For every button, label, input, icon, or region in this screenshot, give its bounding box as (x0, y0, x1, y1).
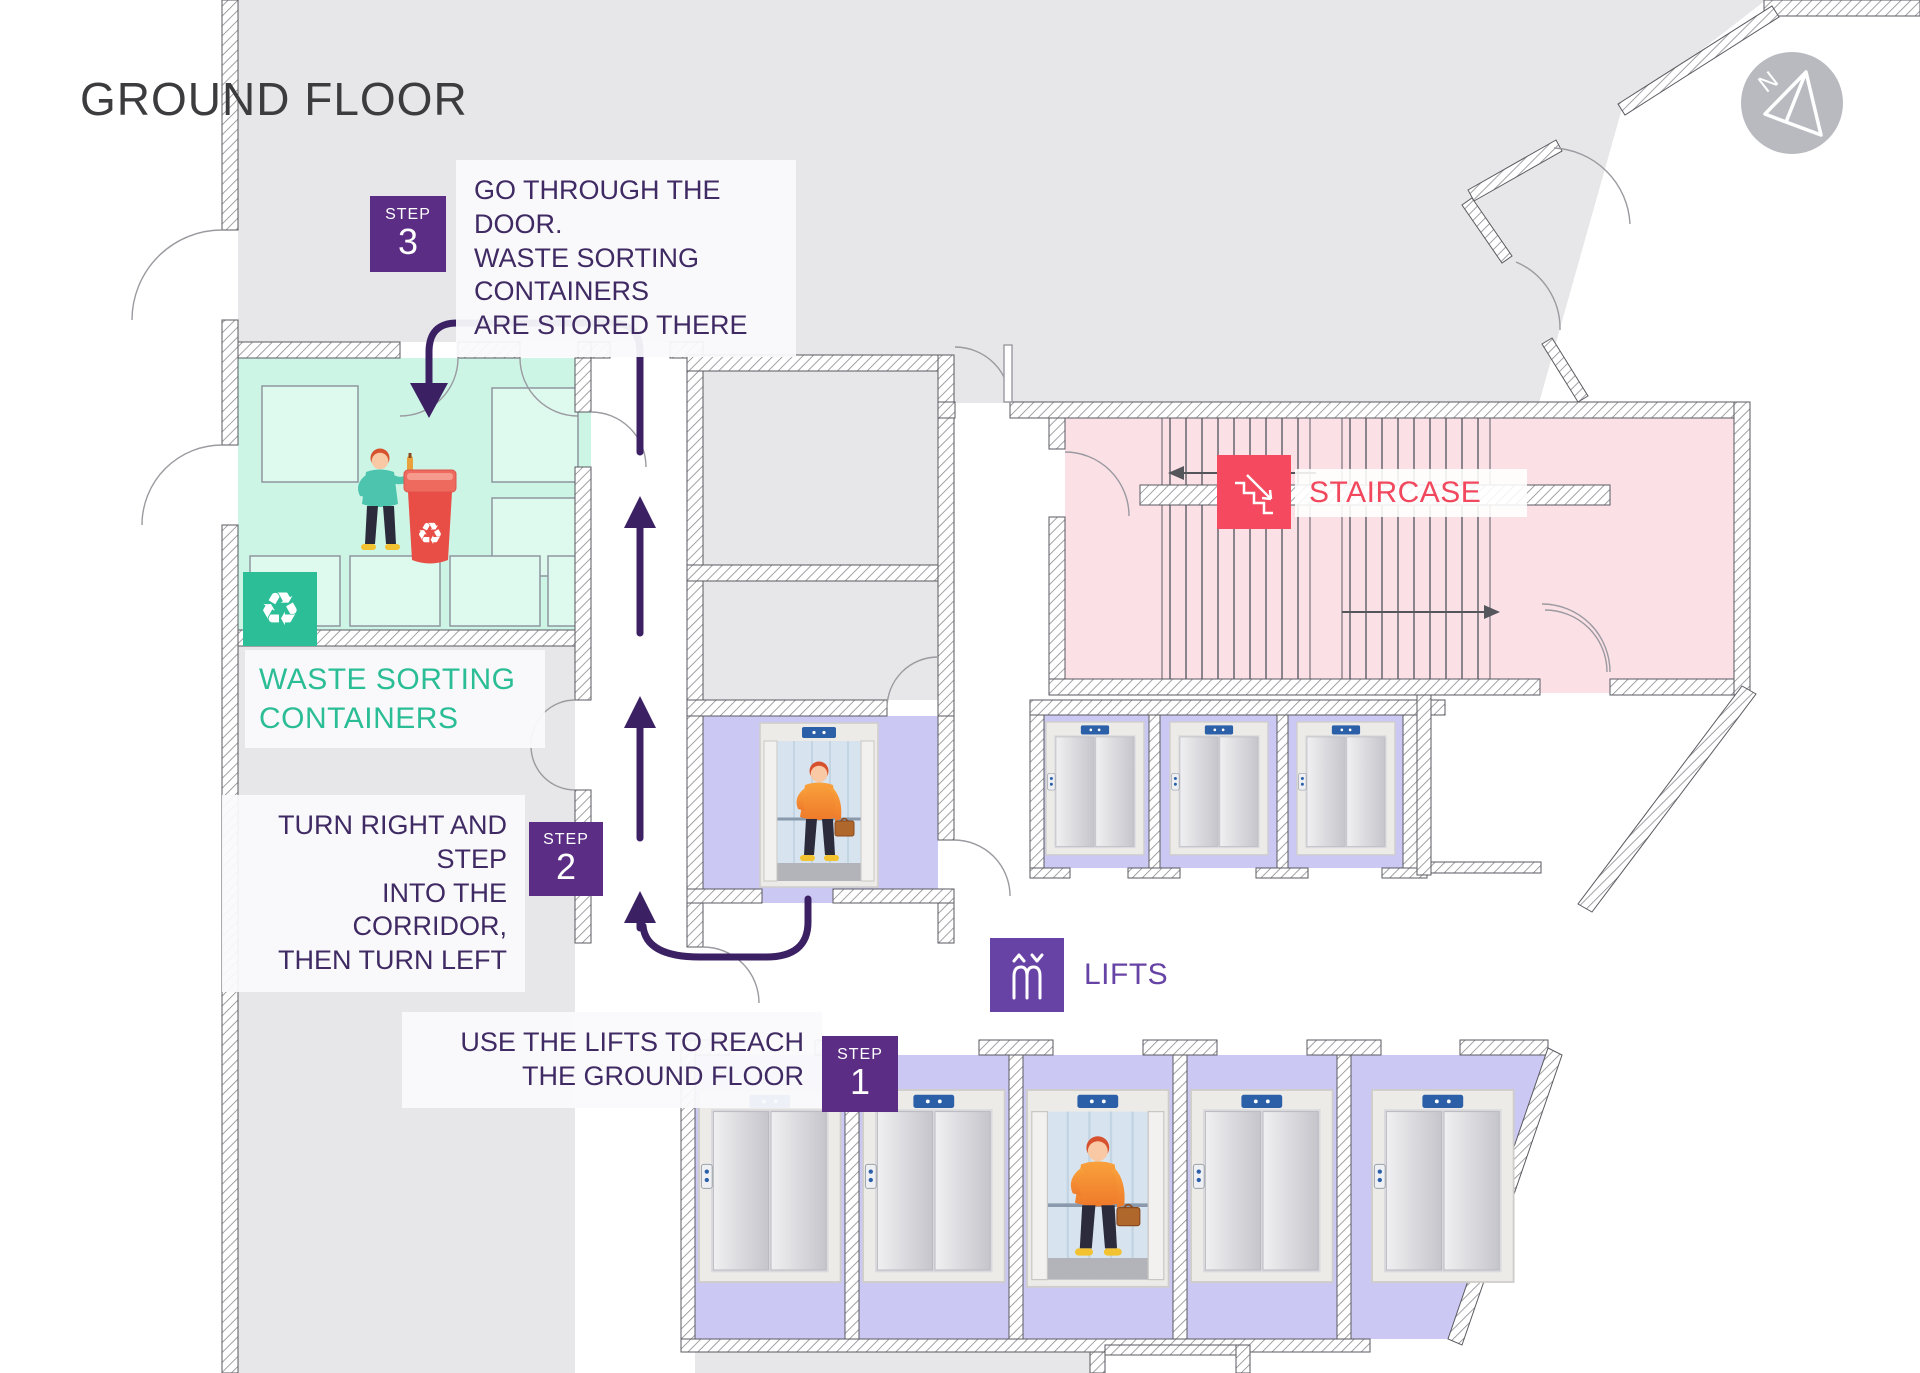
svg-text:♻: ♻ (417, 517, 444, 552)
step-2-badge: STEP 2 (529, 822, 603, 896)
step-3-line-1: GO THROUGH THE DOOR. (474, 175, 721, 239)
step-2-line-3: THEN TURN LEFT (277, 945, 507, 975)
door-arcs (131, 147, 1631, 1004)
waste-room-illustration: ♻ (358, 448, 457, 564)
step-2-instruction: TURN RIGHT AND STEP INTO THE CORRIDOR, T… (222, 795, 525, 992)
bottom-lift-open (1027, 1090, 1169, 1287)
staircase-zone (1065, 402, 1750, 693)
elevators (698, 721, 1515, 1287)
waste-label-line-1: WASTE SORTING (259, 663, 516, 696)
step-3-number: 3 (397, 221, 419, 263)
step-1-number: 1 (849, 1061, 871, 1103)
walls (221, 0, 1920, 1373)
step-3-badge: STEP 3 (370, 196, 446, 272)
step-3-line-3: ARE STORED THERE (474, 310, 748, 340)
step-1-instruction: USE THE LIFTS TO REACH THE GROUND FLOOR (402, 1012, 822, 1108)
step-2-word: STEP (543, 831, 589, 849)
step-3-instruction: GO THROUGH THE DOOR. WASTE SORTING CONTA… (456, 160, 796, 357)
lifts-label: LIFTS (1084, 958, 1169, 991)
step-1-line-2: THE GROUND FLOOR (521, 1060, 804, 1091)
stairs-icon (1217, 455, 1291, 529)
step-2-line-1: TURN RIGHT AND STEP (277, 810, 507, 874)
page-title: GROUND FLOOR (80, 73, 468, 125)
waste-label-line-2: CONTAINERS (259, 702, 459, 735)
recycle-icon: ♻ (243, 572, 317, 646)
step-3-word: STEP (385, 206, 431, 224)
step-1-badge: STEP 1 (822, 1036, 898, 1112)
staircase-treads (1161, 418, 1491, 679)
recycle-bin: ♻ (403, 469, 457, 564)
step-2-line-2: INTO THE CORRIDOR, (352, 877, 508, 942)
waste-sorting-label: WASTE SORTING CONTAINERS (245, 650, 545, 748)
step-1-line-1: USE THE LIFTS TO REACH (460, 1027, 804, 1057)
step-3-line-2: WASTE SORTING CONTAINERS (474, 242, 700, 307)
lift-icon (990, 938, 1064, 1012)
step-1-word: STEP (837, 1046, 883, 1064)
staircase-label: STAIRCASE (1295, 469, 1527, 517)
north-compass-icon: N (1741, 52, 1843, 154)
route-path (410, 319, 812, 961)
step-2-number: 2 (555, 846, 577, 888)
single-lift-open (760, 723, 878, 887)
